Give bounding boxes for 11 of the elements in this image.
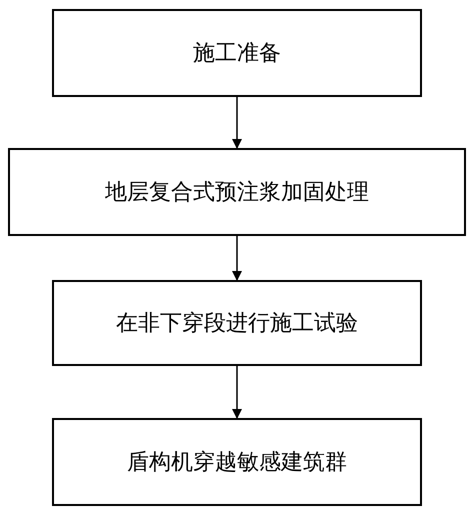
arrow xyxy=(232,366,242,419)
process-box xyxy=(52,9,422,97)
step-text: 施工准备 xyxy=(193,40,281,68)
arrow xyxy=(232,236,242,281)
step-text: 盾构机穿越敏感建筑群 xyxy=(127,449,347,477)
process-box xyxy=(52,418,422,506)
process-box xyxy=(52,280,422,366)
step-text: 地层复合式预注浆加固处理 xyxy=(105,179,369,207)
step-text: 在非下穿段进行施工试验 xyxy=(116,310,358,338)
process-box xyxy=(8,148,466,236)
arrow xyxy=(232,97,242,149)
